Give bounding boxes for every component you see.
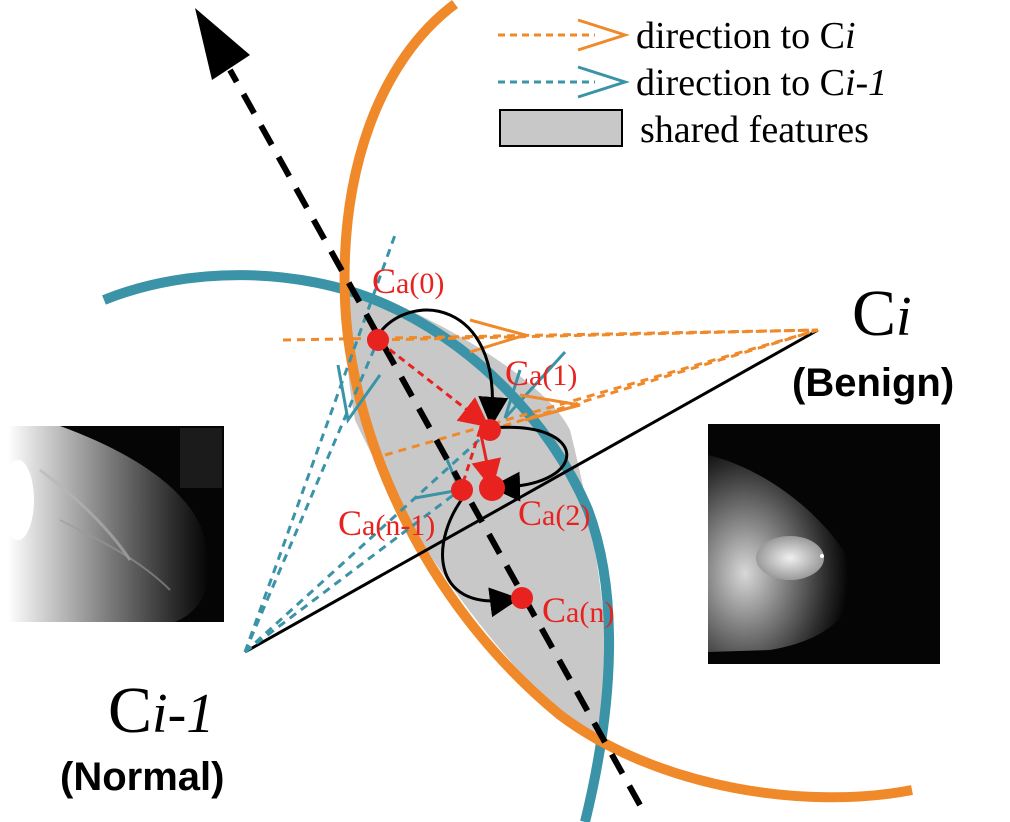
legend-shared-swatch [499, 109, 623, 147]
mammogram-normal-image [2, 426, 224, 622]
legend: direction to Ci direction to Ci-1 shared… [498, 15, 887, 151]
can-main: C [542, 590, 566, 630]
svg-text:Ca(1): Ca(1) [505, 353, 577, 393]
red-update-arrows [379, 340, 502, 490]
ca2-sub: a(2) [542, 499, 590, 532]
ci1-tag: (Normal) [60, 755, 224, 799]
iteration-points [367, 329, 533, 609]
class-connection-line [244, 328, 819, 654]
legend-ci-sub: i [845, 15, 856, 57]
ci1-sub: i-1 [152, 683, 214, 745]
orange-arrowheads [469, 318, 581, 422]
ca0-main: C [372, 261, 396, 301]
point-can [511, 587, 533, 609]
legend-item-ci: direction to Ci [636, 15, 856, 57]
ci-main: C [852, 277, 896, 350]
legend-item-ci1: direction to Ci-1 [636, 62, 887, 104]
svg-text:Ca(n): Ca(n) [542, 590, 614, 630]
ci-label: Ci [852, 277, 912, 350]
ci-tag: (Benign) [792, 361, 954, 405]
benign-class-boundary [339, 0, 913, 803]
main-axis-arrowhead [195, 8, 250, 80]
can1-sub: a(n-1) [362, 509, 435, 542]
point-ca2 [479, 475, 505, 501]
ci1-label: Ci-1 [108, 674, 214, 747]
legend-ci-prefix: direction to C [636, 15, 845, 57]
main-direction-axis [227, 68, 643, 807]
step-arrows [376, 308, 569, 618]
point-labels: Ca(0) Ca(1) Ca(2) Ca(n-1) Ca(n) [338, 261, 614, 630]
ci-sub: i [896, 286, 912, 348]
can-sub: a(n) [566, 596, 614, 629]
ca0-sub: a(0) [396, 267, 444, 300]
normal-class-boundary [102, 270, 614, 822]
mammogram-benign-image [708, 424, 940, 664]
svg-text:Ca(0): Ca(0) [372, 261, 444, 301]
legend-item-shared: shared features [640, 109, 869, 151]
point-ca0 [367, 329, 389, 351]
ci1-main: C [108, 674, 152, 747]
svg-text:Ca(2): Ca(2) [518, 493, 590, 533]
can1-main: C [338, 503, 362, 543]
svg-text:Ca(n-1): Ca(n-1) [338, 503, 435, 543]
ca1-main: C [505, 353, 529, 393]
point-can-1 [451, 479, 473, 501]
ca1-sub: a(1) [529, 359, 577, 392]
ca2-main: C [518, 493, 542, 533]
teal-direction-lines [243, 234, 492, 654]
legend-ci1-prefix: direction to C [636, 62, 845, 104]
point-ca1 [479, 419, 501, 441]
legend-ci1-sub: i-1 [845, 62, 887, 104]
